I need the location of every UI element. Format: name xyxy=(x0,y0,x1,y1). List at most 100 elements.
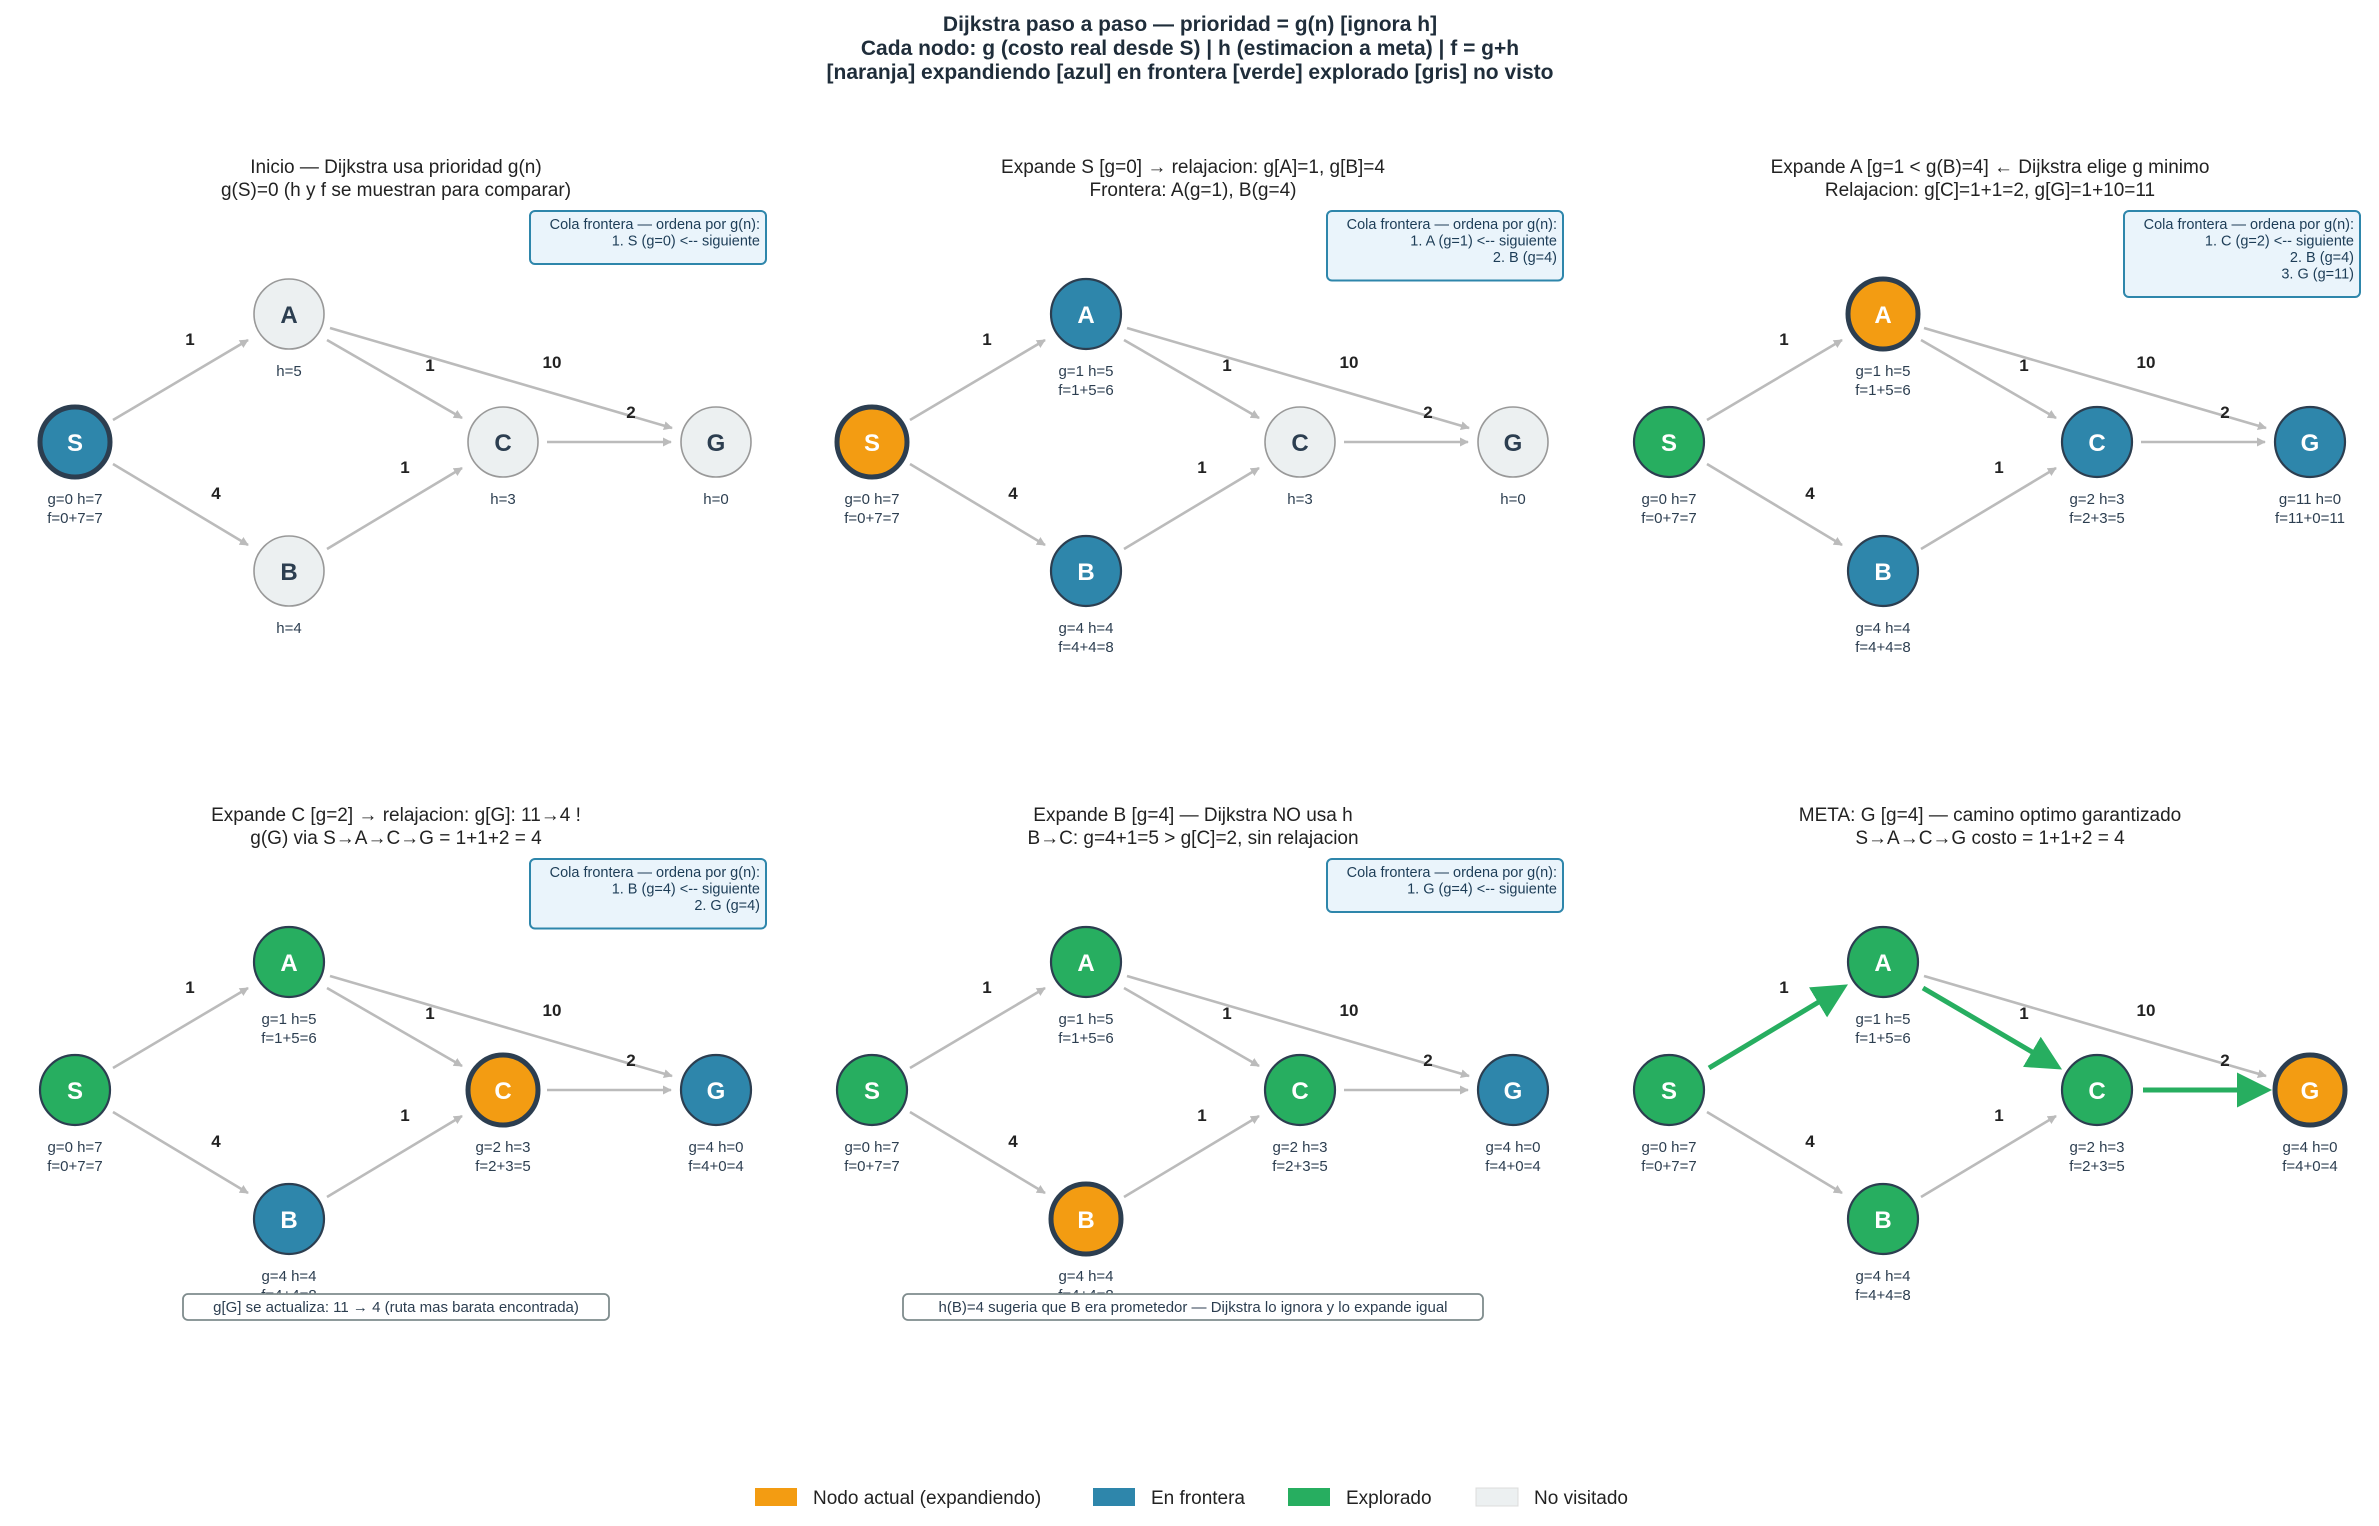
node-s-label: S xyxy=(1661,1078,1677,1105)
node-b-label: B xyxy=(280,1207,297,1234)
node-b-label: B xyxy=(1874,559,1891,586)
legend-swatch-current xyxy=(755,1488,797,1506)
node-a-label: A xyxy=(280,950,297,977)
node-c-label: C xyxy=(1291,430,1308,457)
frontier-queue-item: 2. G (g=4) xyxy=(694,898,760,914)
header-line: [naranja] expandiendo [azul] en frontera… xyxy=(827,61,1554,84)
node-g xyxy=(2272,1052,2348,1128)
edge-a-c xyxy=(1123,986,1260,1068)
node-b-info: g=4 h=4 xyxy=(1058,620,1113,637)
node-a-info: f=1+5=6 xyxy=(261,1030,316,1047)
node-a xyxy=(1846,925,1920,999)
node-a-info: f=1+5=6 xyxy=(1855,382,1910,399)
node-g-label: G xyxy=(2301,430,2320,457)
frontier-queue-item: 2. B (g=4) xyxy=(2290,250,2354,266)
frontier-queue-box xyxy=(1326,210,1564,282)
node-a-label: A xyxy=(1874,950,1891,977)
panel-3: Expande A [g=1 < g(B)=4] ← Dijkstra elig… xyxy=(1632,157,2361,656)
edge-a-c xyxy=(1920,338,2057,420)
node-s xyxy=(835,1053,909,1127)
edge-weight-c-g: 2 xyxy=(1423,403,1432,422)
node-s-info: f=0+7=7 xyxy=(844,1158,899,1175)
node-a xyxy=(252,925,326,999)
legend-swatch-unvisited xyxy=(1475,1487,1519,1507)
panel-2: Expande S [g=0] → relajacion: g[A]=1, g[… xyxy=(834,157,1564,656)
edge-s-a xyxy=(909,338,1046,422)
node-a xyxy=(1049,277,1123,351)
node-c-info: g=2 h=3 xyxy=(2069,1139,2124,1156)
edge-weight-c-g: 2 xyxy=(1423,1051,1432,1070)
edge-weight-s-a: 1 xyxy=(1779,330,1788,349)
note-box xyxy=(182,1293,610,1321)
node-b xyxy=(1049,534,1123,608)
edge-weight-a-c: 1 xyxy=(2019,1004,2028,1023)
node-c-info: g=2 h=3 xyxy=(475,1139,530,1156)
edge-weight-s-b: 4 xyxy=(1805,1132,1815,1151)
node-s-label: S xyxy=(67,430,83,457)
node-b-info: f=4+4=8 xyxy=(1058,639,1113,656)
node-g xyxy=(2273,405,2347,479)
node-s-info: g=0 h=7 xyxy=(844,1139,899,1156)
node-g-info: g=4 h=0 xyxy=(1485,1139,1540,1156)
node-b xyxy=(252,1182,326,1256)
frontier-queue-title: Cola frontera — ordena por g(n): xyxy=(1347,217,1557,233)
node-s-info: f=0+7=7 xyxy=(1641,1158,1696,1175)
panel-subtitle: S→A→C→G costo = 1+1+2 = 4 xyxy=(1855,828,2125,849)
edge-weight-s-b: 4 xyxy=(1008,484,1018,503)
panel-subtitle: g(G) via S→A→C→G = 1+1+2 = 4 xyxy=(250,828,542,849)
frontier-queue-box xyxy=(529,858,767,930)
frontier-queue-title: Cola frontera — ordena por g(n): xyxy=(2144,217,2354,233)
node-g-label: G xyxy=(2301,1078,2320,1105)
frontier-queue-item: 1. S (g=0) <-- siguiente xyxy=(612,234,760,250)
legend-label-explored: Explorado xyxy=(1346,1488,1432,1509)
node-g-info: f=4+0=4 xyxy=(2282,1158,2337,1175)
edge-weight-a-g: 10 xyxy=(1340,353,1359,372)
frontier-queue-item: 1. A (g=1) <-- siguiente xyxy=(1410,234,1557,250)
edge-s-a xyxy=(112,986,249,1070)
node-s-label: S xyxy=(864,1078,880,1105)
node-s-info: g=0 h=7 xyxy=(47,491,102,508)
node-c-label: C xyxy=(494,430,511,457)
path-edge-s-a xyxy=(1707,984,1848,1071)
node-g-info: f=11+0=11 xyxy=(2275,510,2345,527)
node-g xyxy=(1477,406,1549,478)
panel-4: Expande C [g=2] → relajacion: g[G]: 11→4… xyxy=(38,805,767,1321)
panel-title: Inicio — Dijkstra usa prioridad g(n) xyxy=(250,157,541,178)
frontier-queue-box xyxy=(2123,210,2361,298)
edge-weight-b-c: 1 xyxy=(1197,1106,1206,1125)
edge-weight-s-b: 4 xyxy=(211,484,221,503)
node-g-label: G xyxy=(1504,430,1523,457)
node-c-info: f=2+3=5 xyxy=(475,1158,530,1175)
edge-s-b xyxy=(112,462,249,547)
node-g-label: G xyxy=(1504,1078,1523,1105)
node-a-info: g=1 h=5 xyxy=(261,1011,316,1028)
node-b-label: B xyxy=(280,559,297,586)
node-b-info: g=4 h=4 xyxy=(1855,1268,1910,1285)
node-c-label: C xyxy=(494,1078,511,1105)
edge-weight-c-g: 2 xyxy=(626,1051,635,1070)
edge-a-g xyxy=(329,974,673,1079)
edge-weight-s-a: 1 xyxy=(1779,978,1788,997)
node-c-info: g=2 h=3 xyxy=(2069,491,2124,508)
node-g-info: g=4 h=0 xyxy=(2282,1139,2337,1156)
legend-swatch-frontier xyxy=(1093,1488,1135,1506)
edge-a-g xyxy=(1923,326,2267,431)
node-c xyxy=(1264,406,1336,478)
panel-subtitle: B→C: g=4+1=5 > g[C]=2, sin relajacion xyxy=(1027,828,1358,849)
edge-weight-b-c: 1 xyxy=(1197,458,1206,477)
node-g-info: h=0 xyxy=(703,491,728,508)
edge-a-g xyxy=(1126,974,1470,1079)
edge-s-b xyxy=(1706,462,1843,547)
node-s-info: g=0 h=7 xyxy=(1641,1139,1696,1156)
node-g xyxy=(680,406,752,478)
node-c-label: C xyxy=(2088,1078,2105,1105)
edge-weight-a-g: 10 xyxy=(543,353,562,372)
edge-weight-c-g: 2 xyxy=(2220,403,2229,422)
node-g-info: g=4 h=0 xyxy=(688,1139,743,1156)
frontier-queue-box xyxy=(1326,858,1564,913)
edge-a-c xyxy=(326,986,463,1068)
panel-6: META: G [g=4] — camino optimo garantizad… xyxy=(1632,805,2348,1304)
node-b-label: B xyxy=(1077,559,1094,586)
edge-weight-s-b: 4 xyxy=(211,1132,221,1151)
